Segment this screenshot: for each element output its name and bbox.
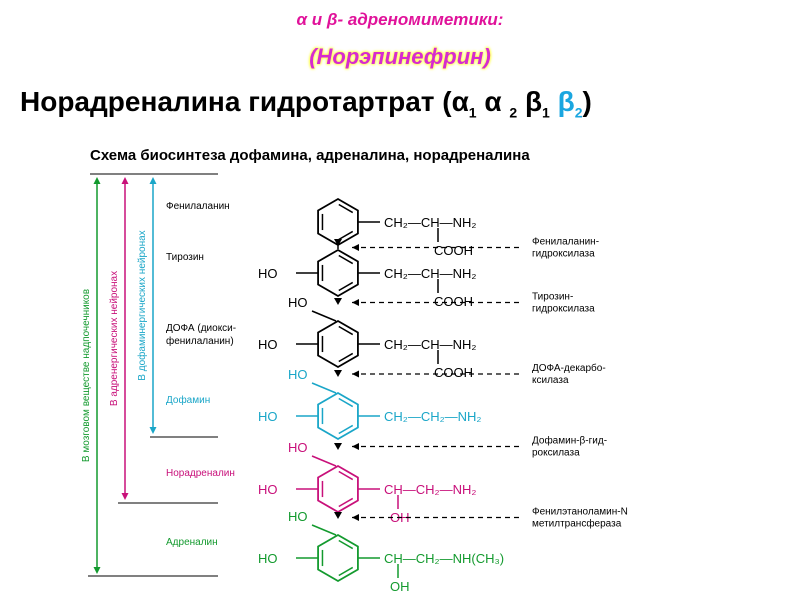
subtitle-alpha-beta: α и β- адреномиметики: — [296, 10, 504, 29]
ho-top-bond — [311, 310, 337, 322]
enzyme-name-line2-5: метилтрансфераза — [532, 518, 622, 530]
reaction-arrowhead — [334, 443, 342, 450]
compound-name-4: Дофамин — [166, 394, 210, 406]
page-title: Норадреналина гидротартрат (α1 α 2 β1 β2… — [20, 86, 592, 121]
reaction-arrowhead — [334, 370, 342, 377]
compound-ho-top-3: HO — [288, 295, 308, 310]
enzyme-name-line2-4: роксилаза — [532, 448, 580, 459]
compound-name-2: Тирозин — [166, 252, 204, 263]
compound-substituent-6: OH — [390, 579, 410, 594]
double-bond-line — [338, 539, 354, 550]
double-bond-line — [338, 497, 354, 508]
location-arrow-bottom — [121, 493, 129, 500]
subtitle-norepinephrine: (Норэпинефрин) — [309, 44, 491, 69]
location-arrow-bottom — [149, 427, 157, 434]
compound-ho-left-3: HO — [258, 337, 278, 352]
compound-chain-2: CH₂—CH—NH₂ — [384, 266, 476, 281]
compound-ho-left-5: HO — [258, 482, 278, 497]
benzene-ring — [317, 464, 359, 514]
benzene-ring — [317, 197, 359, 247]
benzene-ring — [317, 248, 359, 298]
double-bond-line — [338, 397, 354, 408]
compound-name-6: Адреналин — [166, 537, 218, 548]
ho-top-bond — [311, 455, 337, 467]
compound-ho-left-4: HO — [258, 409, 278, 424]
compound-ho-left-2: HO — [258, 266, 278, 281]
double-bond-line — [338, 424, 354, 435]
double-bond-line — [338, 352, 354, 363]
compound-ho-top-5: HO — [288, 440, 308, 455]
reaction-arrowhead — [334, 239, 342, 246]
enzyme-arrowhead — [352, 514, 359, 521]
compound-ho-top-4: HO — [288, 367, 308, 382]
enzyme-name-3: ДОФА-декарбо- — [532, 362, 606, 374]
location-arrow-bottom — [93, 567, 101, 574]
compound-chain-6: CH—CH₂—NH(CH₃) — [384, 551, 504, 566]
compound-substituent-1: COOH — [434, 243, 473, 258]
double-bond-line — [338, 566, 354, 577]
location-label-3: В дофаминергических нейронах — [136, 230, 148, 380]
enzyme-name-line2-3: ксилаза — [532, 375, 569, 386]
double-bond-line — [338, 470, 354, 481]
benzene-ring — [317, 533, 359, 583]
compound-substituent-2: COOH — [434, 294, 473, 309]
compound-name-5: Норадреналин — [166, 468, 235, 479]
ho-top-bond — [311, 382, 337, 394]
enzyme-arrowhead — [352, 443, 359, 450]
double-bond-line — [338, 325, 354, 336]
enzyme-name-2: Тирозин- — [532, 292, 573, 303]
location-label-2: В адренергических нейронах — [109, 271, 120, 406]
reaction-arrowhead — [334, 512, 342, 519]
enzyme-arrowhead — [352, 244, 359, 251]
compound-chain-3: CH₂—CH—NH₂ — [384, 337, 476, 352]
double-bond-line — [338, 254, 354, 265]
beta2-label: β2 — [557, 86, 583, 121]
compound-name-1: Фенилаланин — [166, 201, 230, 212]
enzyme-arrowhead — [352, 299, 359, 306]
location-arrow-top — [93, 177, 101, 184]
location-label-1: В мозговом веществе надпочечников — [81, 289, 92, 462]
benzene-ring — [317, 319, 359, 369]
enzyme-name-1: Фенилаланин- — [532, 237, 599, 248]
compound-ho-top-6: HO — [288, 509, 308, 524]
compound-ho-left-6: HO — [258, 551, 278, 566]
location-arrow-top — [149, 177, 157, 184]
enzyme-name-4: Дофамин-β-гид- — [532, 435, 607, 447]
benzene-ring — [317, 391, 359, 441]
scheme-title: Схема биосинтеза дофамина, адреналина, н… — [90, 147, 530, 164]
enzyme-name-5: Фенилэтаноламин-N — [532, 507, 628, 518]
compound-name-3: ДОФА (диокси- — [166, 323, 236, 334]
enzyme-name-line2-1: гидроксилаза — [532, 249, 595, 260]
compound-chain-1: CH₂—CH—NH₂ — [384, 215, 476, 230]
double-bond-line — [338, 203, 354, 214]
reaction-arrowhead — [334, 298, 342, 305]
double-bond-line — [338, 230, 354, 241]
double-bond-line — [338, 281, 354, 292]
enzyme-arrowhead — [352, 370, 359, 378]
location-arrow-top — [121, 177, 129, 184]
compound-name-line2-3: фенилаланин) — [166, 335, 234, 347]
ho-top-bond — [311, 524, 337, 536]
compound-substituent-3: COOH — [434, 365, 473, 380]
enzyme-name-line2-2: гидроксилаза — [532, 304, 595, 315]
compound-chain-5: CH—CH₂—NH₂ — [384, 482, 476, 497]
compound-chain-4: CH₂—CH₂—NH₂ — [384, 409, 481, 424]
